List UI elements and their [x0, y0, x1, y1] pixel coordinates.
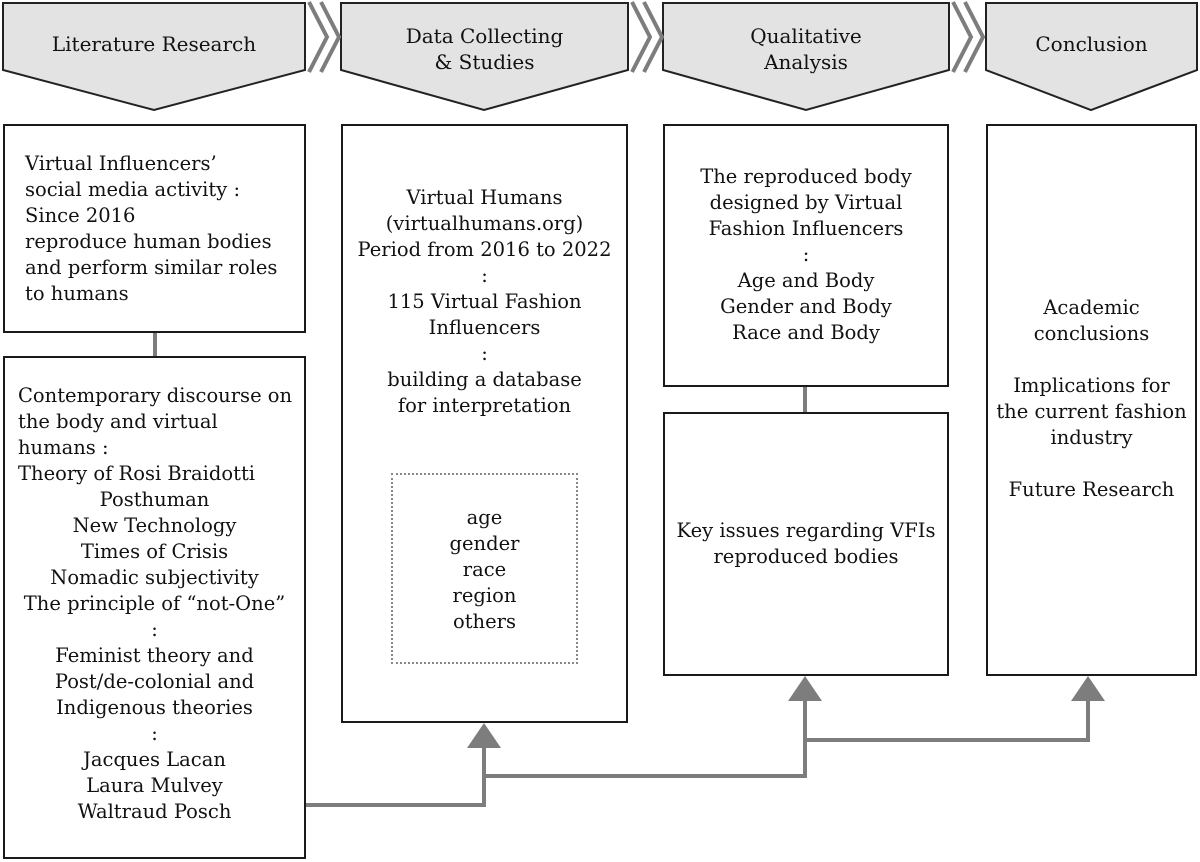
text-spacer	[988, 347, 1195, 373]
text-line: Influencers	[428, 316, 541, 339]
text-line: New Technology	[72, 514, 237, 537]
arrow-up-icon	[1071, 676, 1105, 701]
qualitative-issues-box	[663, 412, 949, 676]
text-line: Virtual Humans	[406, 186, 563, 209]
literature-discourse-box	[3, 356, 306, 859]
text-line: 115 Virtual Fashion	[387, 290, 582, 313]
qualitative-issues-text: Key issues regarding VFIs reproduced bod…	[665, 518, 947, 570]
stage-label-conclusion: Conclusion	[986, 31, 1197, 57]
text-line: Indigenous theories	[56, 696, 253, 719]
text-line: Implications for	[1013, 374, 1170, 397]
text-line: reproduce human bodies	[25, 230, 272, 253]
text-line: designed by Virtual	[709, 191, 903, 214]
text-line: and perform similar roles	[25, 256, 278, 279]
text-line: for interpretation	[397, 394, 572, 417]
text-line: Virtual Influencers’	[25, 152, 217, 175]
text-line: Times of Crisis	[80, 540, 229, 563]
text-line: (virtualhumans.org)	[385, 212, 584, 235]
category-item: others	[452, 610, 516, 633]
text-line: building a database	[387, 368, 582, 391]
flow-line-qualitative-to-conclusion	[805, 700, 1090, 742]
text-line: The principle of “not-One”	[23, 592, 286, 615]
text-line: Academic	[1043, 296, 1140, 319]
literature-discourse-intro: Contemporary discourse on the body and v…	[18, 383, 303, 487]
text-line: :	[151, 722, 158, 745]
text-line: the body and virtual	[18, 410, 218, 433]
stage-shape-qualitative	[662, 2, 950, 112]
stage-label-line: Data Collecting	[405, 24, 564, 48]
text-line: :	[802, 243, 810, 266]
text-spacer	[988, 451, 1195, 477]
flow-line-data-to-qualitative	[484, 700, 807, 778]
literature-activity-text: Virtual Influencers’ social media activi…	[25, 151, 305, 307]
literature-activity-box	[3, 124, 306, 333]
text-line: :	[481, 264, 488, 287]
data-collecting-text: Virtual Humans (virtualhumans.org) Perio…	[343, 185, 626, 419]
text-line: :	[151, 618, 158, 641]
text-line: Race and Body	[732, 321, 880, 344]
data-collecting-box	[341, 124, 628, 723]
text-line: Contemporary discourse on	[18, 384, 293, 407]
text-line: Posthuman	[99, 488, 210, 511]
text-line: Since 2016	[25, 204, 136, 227]
text-line: the current fashion	[996, 400, 1187, 423]
text-line: conclusions	[1033, 322, 1150, 345]
text-line: industry	[1050, 426, 1133, 449]
arrow-up-icon	[788, 676, 822, 701]
text-line: The reproduced body	[700, 165, 912, 188]
text-line: Future Research	[1008, 478, 1175, 501]
text-line: Waltraud Posch	[77, 800, 232, 823]
stage-label-literature: Literature Research	[3, 31, 305, 57]
stage-label-data: Data Collecting & Studies	[341, 23, 628, 75]
qualitative-body-box	[663, 124, 949, 387]
arrow-up-icon	[467, 723, 501, 748]
category-item: age	[466, 506, 503, 529]
stage-label-line: & Studies	[434, 50, 535, 74]
qualitative-body-text: The reproduced body designed by Virtual …	[665, 164, 947, 346]
stage-shape-conclusion	[985, 2, 1198, 112]
text-line: Nomadic subjectivity	[50, 566, 259, 589]
stage-label-qualitative: Qualitative Analysis	[663, 23, 949, 75]
literature-discourse-list: Posthuman New Technology Times of Crisis…	[5, 487, 304, 825]
conclusion-text: Academic conclusions Implications for th…	[988, 295, 1195, 503]
text-line: Gender and Body	[720, 295, 892, 318]
text-line: Age and Body	[737, 269, 875, 292]
stage-label-line: Analysis	[764, 50, 848, 74]
category-item: region	[452, 584, 517, 607]
text-line: Period from 2016 to 2022	[357, 238, 612, 261]
text-line: Laura Mulvey	[86, 774, 223, 797]
stage-label-line: Literature Research	[51, 32, 257, 56]
chevron-icon	[307, 1, 986, 73]
text-line: Key issues regarding VFIs	[676, 519, 936, 542]
text-line: :	[481, 342, 488, 365]
category-item: gender	[449, 532, 520, 555]
text-line: reproduced bodies	[713, 545, 899, 568]
text-line: humans :	[18, 436, 109, 459]
stage-shape-literature	[1, 2, 306, 112]
flow-line-literature-to-data	[306, 745, 486, 807]
category-item: race	[462, 558, 507, 581]
stage-label-line: Conclusion	[1035, 32, 1148, 56]
stage-label-line: Qualitative	[750, 24, 862, 48]
text-line: to humans	[25, 282, 129, 305]
text-line: Fashion Influencers	[708, 217, 904, 240]
text-line: Theory of Rosi Braidotti	[18, 462, 256, 485]
text-line: Post/de-colonial and	[54, 670, 255, 693]
text-line: Feminist theory and	[55, 644, 254, 667]
conclusion-box	[986, 124, 1197, 676]
data-categories-box	[391, 473, 578, 664]
text-line: Jacques Lacan	[83, 748, 226, 771]
text-line: social media activity :	[25, 178, 241, 201]
data-categories-list: age gender race region others	[393, 505, 576, 635]
stage-shape-data	[340, 2, 629, 112]
